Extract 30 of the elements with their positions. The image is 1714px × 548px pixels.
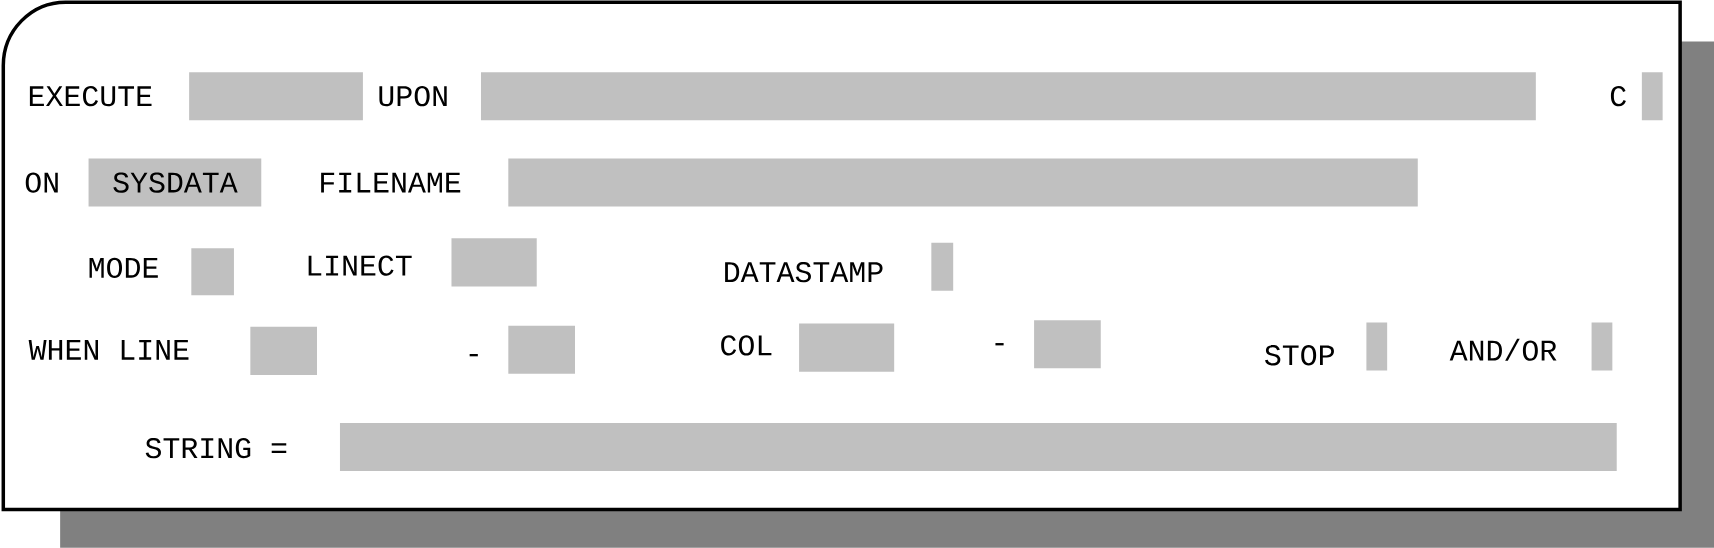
input-field — [1591, 322, 1613, 371]
field-label: EXECUTE — [29, 86, 152, 107]
input-field — [481, 72, 1536, 121]
field-label: UPON — [379, 86, 447, 107]
input-field — [931, 242, 954, 291]
input-field — [1641, 72, 1663, 121]
field-label: AND/OR — [1449, 338, 1557, 361]
field-label: ON — [25, 172, 58, 193]
field-label: DATASTAMP — [725, 262, 883, 283]
input-field — [189, 72, 363, 121]
field-label: WHEN LINE — [28, 339, 189, 360]
field-label: MODE — [89, 257, 158, 278]
input-field — [1366, 322, 1388, 371]
field-label: C — [1610, 86, 1626, 107]
input-field — [1034, 320, 1101, 369]
field-label: - — [995, 343, 1004, 346]
field-label: LINECT — [308, 255, 412, 276]
input-field — [250, 326, 317, 375]
input-field — [799, 323, 895, 372]
field-label: STRING = — [145, 438, 287, 459]
field-label: FILENAME — [321, 172, 461, 193]
field-label: STOP — [1265, 345, 1334, 366]
input-field — [451, 238, 537, 287]
field-label: - — [469, 354, 478, 357]
input-field — [508, 325, 575, 374]
input-field — [339, 423, 1617, 472]
field-label: COL — [721, 335, 772, 356]
input-field: SYSDATA — [88, 158, 262, 207]
input-field — [508, 158, 1418, 207]
input-field — [191, 248, 234, 296]
